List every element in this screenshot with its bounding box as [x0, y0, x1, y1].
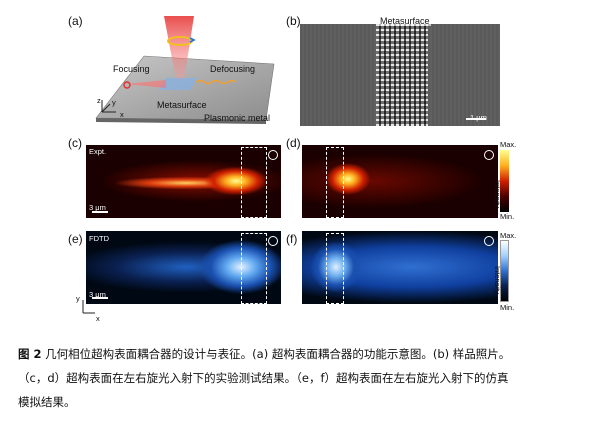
colorbar-expt	[500, 150, 509, 212]
metasurface-outline-d	[326, 147, 344, 218]
panel-b-letter: (b)	[286, 14, 301, 28]
panel-d-image	[302, 145, 498, 218]
rotation-icon-c	[268, 150, 278, 160]
colorbar-fdtd	[500, 240, 509, 302]
caption-fig-number: 图 2	[18, 347, 42, 361]
colorbar-expt-label: Intensity	[493, 180, 502, 208]
metasurface-label: Metasurface	[157, 100, 207, 110]
axis-e-x-label: x	[96, 314, 100, 323]
scalebar-c	[92, 211, 108, 213]
caption-line-3: 模拟结果。	[18, 395, 76, 409]
sem-image	[300, 24, 500, 126]
figure-caption: 图 2 几何相位超构表面耦合器的设计与表征。(a) 超构表面耦合器的功能示意图。…	[18, 342, 588, 414]
axis-e-y-label: y	[76, 294, 80, 303]
colorbar-fdtd-max: Max.	[500, 231, 517, 240]
colorbar-expt-min: Min.	[500, 212, 515, 221]
axis-e-arrows	[82, 300, 95, 314]
metasurface-outline-e	[241, 233, 267, 304]
rotation-icon-e	[268, 236, 278, 246]
panel-d-letter: (d)	[286, 136, 301, 150]
fdtd-tag: FDTD	[89, 234, 109, 243]
panel-a-schematic	[95, 16, 275, 124]
scalebar-b	[466, 118, 486, 120]
focusing-beam	[126, 80, 166, 88]
metasurface-title: Metasurface	[379, 16, 431, 26]
panel-c-image	[86, 145, 281, 218]
scalebar-e	[92, 297, 108, 299]
panel-f-letter: (f)	[286, 232, 298, 246]
panel-c-letter: (c)	[68, 136, 82, 150]
panel-e-letter: (e)	[68, 232, 83, 246]
expt-tag: Expt.	[89, 147, 107, 156]
metasurface-outline-c	[241, 147, 267, 218]
defocusing-label: Defocusing	[210, 64, 256, 74]
caption-line-1: 几何相位超构表面耦合器的设计与表征。(a) 超构表面耦合器的功能示意图。(b) …	[41, 347, 511, 361]
defocusing-wave	[195, 79, 237, 85]
incident-beam	[164, 16, 194, 80]
scalebar-c-label: 3 μm	[89, 203, 106, 212]
caption-line-2: （c，d）超构表面在左右旋光入射下的实验测试结果。（e，f）超构表面在左右旋光入…	[18, 371, 509, 385]
colorbar-expt-max: Max.	[500, 140, 517, 149]
metasurface-array	[376, 24, 428, 126]
panel-a-letter: (a)	[68, 14, 83, 28]
panel-f-image	[302, 231, 498, 304]
panel-e-image	[86, 231, 281, 304]
colorbar-fdtd-min: Min.	[500, 303, 515, 312]
focusing-label: Focusing	[113, 64, 150, 74]
rotation-icon-f	[484, 236, 494, 246]
scalebar-b-label: 1 μm	[470, 113, 487, 122]
axis-z-label: z	[97, 96, 101, 105]
plasmonic-metal-label: Plasmonic metal	[204, 113, 271, 123]
rotation-icon-d	[484, 150, 494, 160]
axis-y-label: y	[112, 98, 116, 107]
scalebar-e-label: 3 μm	[89, 290, 106, 299]
axis-x-label: x	[120, 110, 124, 119]
plate-edge	[96, 118, 266, 124]
colorbar-fdtd-label: Intensity	[493, 266, 502, 294]
metasurface-strip	[158, 78, 198, 90]
metasurface-outline-f	[326, 233, 344, 304]
